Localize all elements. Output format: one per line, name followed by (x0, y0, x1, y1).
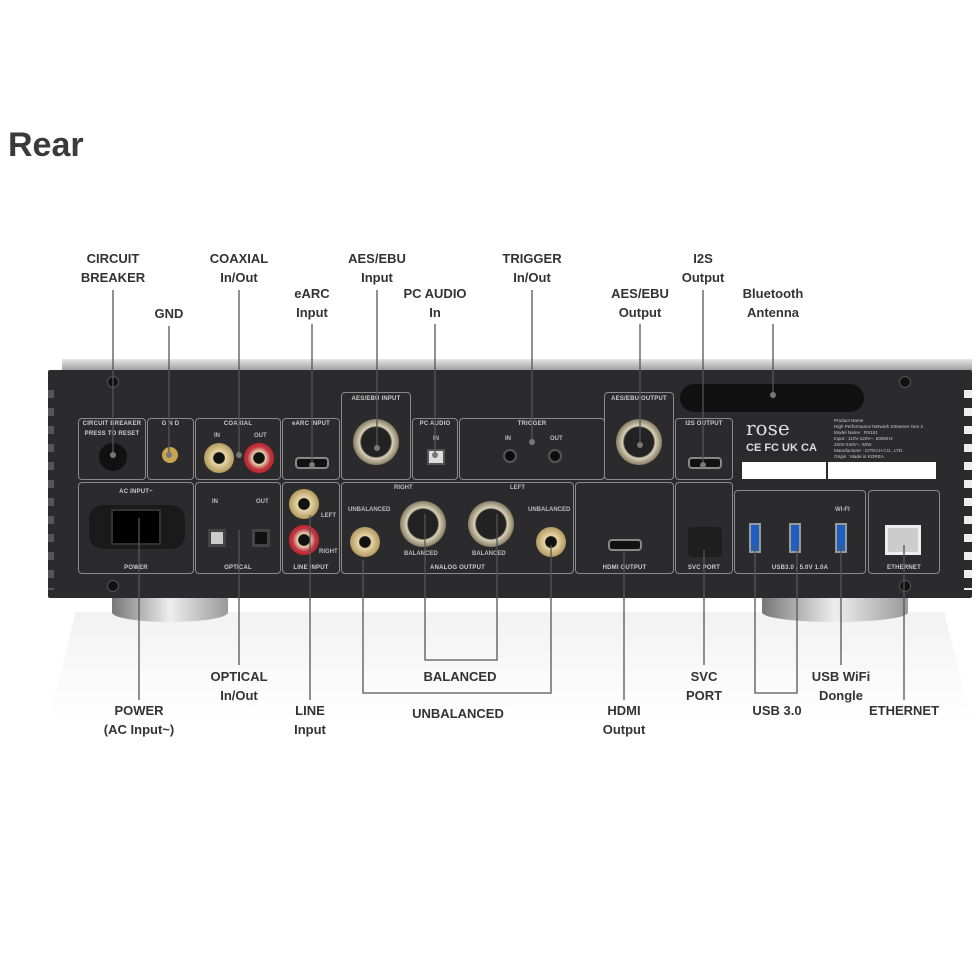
screw (107, 580, 119, 592)
usb-port-2[interactable] (789, 523, 801, 553)
label-left: LEFT (510, 485, 525, 491)
section-aes-out: AES/EBU OUTPUT (604, 392, 674, 480)
serial-label (742, 462, 826, 479)
label-wifi: WI-FI (835, 507, 850, 513)
label-right: RIGHT (394, 485, 413, 491)
callout-usb: USB 3.0 (752, 703, 802, 718)
balanced-right-xlr[interactable] (400, 501, 446, 547)
section-label: COAXIAL (223, 421, 253, 427)
ethernet-port[interactable] (885, 525, 921, 555)
section-circuit-breaker: CIRCUIT BREAKER PRESS TO RESET (78, 418, 146, 480)
serial-label (828, 462, 936, 479)
section-label: ANALOG OUTPUT (430, 565, 485, 571)
label-balanced: BALANCED (404, 551, 438, 557)
device-top (62, 359, 972, 371)
ac-power-inlet[interactable] (111, 509, 161, 545)
balanced-left-xlr[interactable] (468, 501, 514, 547)
section-label: I2S OUTPUT (685, 421, 723, 427)
label-balanced: BALANCED (472, 551, 506, 557)
callout-unbalanced: UNBALANCED (412, 706, 504, 721)
page-title: Rear (8, 126, 84, 164)
device-base (48, 612, 972, 722)
callout-gnd: GND (154, 306, 184, 321)
heatsink-left (48, 380, 54, 590)
callout-balanced: BALANCED (423, 669, 497, 684)
screw (899, 580, 911, 592)
label-in: IN (212, 499, 218, 505)
svc-port[interactable] (688, 527, 722, 557)
coaxial-in-jack[interactable] (204, 443, 234, 473)
section-label: PRESS TO RESET (84, 431, 140, 437)
heatsink-right (964, 380, 972, 590)
section-label: AES/EBU INPUT (351, 396, 401, 402)
section-label: eARC INPUT (291, 421, 330, 427)
line-in-left-jack[interactable] (289, 489, 319, 519)
section-label: OPTICAL (224, 565, 252, 571)
trigger-out-jack[interactable] (548, 449, 562, 463)
label-unbalanced: UNBALANCED (348, 507, 391, 513)
label-in: IN (433, 436, 439, 442)
section-label: USB3.0 / 5.0V 1.0A (771, 565, 829, 571)
foot (762, 598, 908, 622)
section-label: POWER (124, 565, 148, 571)
section-label: LINE INPUT (293, 565, 329, 571)
rear-panel: CIRCUIT BREAKER PRESS TO RESET G N D COA… (48, 370, 972, 598)
section-label: AC INPUT~ (119, 489, 153, 495)
section-aes-in: AES/EBU INPUT (341, 392, 411, 480)
foot (112, 598, 228, 622)
label-out: OUT (256, 499, 269, 505)
label-unbalanced: UNBALANCED (528, 507, 571, 513)
aes-ebu-output-xlr[interactable] (616, 419, 662, 465)
hdmi-output-port[interactable] (608, 539, 642, 551)
coaxial-out-jack[interactable] (244, 443, 274, 473)
optical-out-port[interactable] (252, 529, 270, 547)
unbalanced-right-jack[interactable] (350, 527, 380, 557)
section-label: G N D (161, 421, 180, 427)
section-optical: IN OUT OPTICAL (195, 482, 281, 574)
callout-ethernet: ETHERNET (868, 703, 940, 718)
cert-marks: CE FC UK CA (746, 442, 817, 454)
trigger-in-jack[interactable] (503, 449, 517, 463)
label-in: IN (214, 433, 220, 439)
bluetooth-antenna (680, 384, 864, 412)
section-usb: WI-FI USB3.0 / 5.0V 1.0A (734, 490, 866, 574)
callout-power: POWER(AC Input~) (103, 703, 175, 737)
label-out: OUT (550, 436, 563, 442)
section-label: CIRCUIT BREAKER (82, 421, 142, 427)
section-power: AC INPUT~ POWER (78, 482, 194, 574)
label-in: IN (505, 436, 511, 442)
line-in-right-jack[interactable] (289, 525, 319, 555)
rose-logo: rose (746, 416, 790, 440)
section-line-input: LEFT RIGHT LINE INPUT (282, 482, 340, 574)
aes-ebu-input-xlr[interactable] (353, 419, 399, 465)
section-label: AES/EBU OUTPUT (611, 396, 667, 402)
label-right: RIGHT (319, 549, 338, 555)
label-left: LEFT (321, 513, 336, 519)
optical-in-port[interactable] (208, 529, 226, 547)
screw (899, 376, 911, 388)
section-analog-output: RIGHT LEFT UNBALANCED UNBALANCED BALANCE… (341, 482, 574, 574)
section-coaxial: COAXIAL IN OUT (195, 418, 281, 480)
label-out: OUT (254, 433, 267, 439)
